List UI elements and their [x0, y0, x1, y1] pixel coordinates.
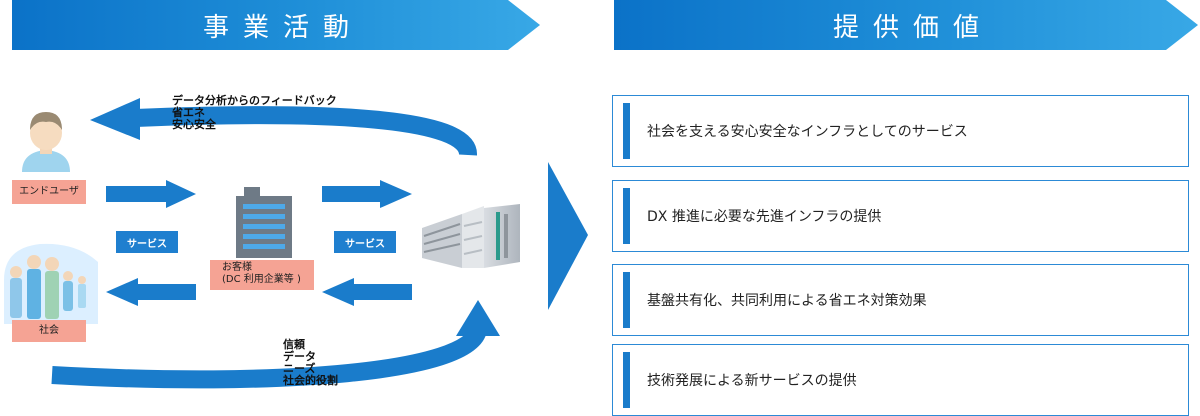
value-text: 基盤共有化、共同利用による省エネ対策効果: [647, 293, 927, 309]
business-activity-title: 事業活動: [202, 12, 363, 43]
value-box: 基盤共有化、共同利用による省エネ対策効果: [612, 264, 1189, 336]
bottom-label: データ: [283, 350, 316, 363]
feedback-arrowhead: [90, 98, 140, 140]
value-box-accent-bar: [623, 188, 630, 244]
value-text: 技術発展による新サービスの提供: [647, 373, 857, 389]
society-icon: [4, 243, 98, 324]
bottom-arrowhead: [456, 300, 500, 336]
feedback-label: データ分析からのフィードバック: [172, 94, 337, 107]
bottom-labels: 信頼 データ ニーズ 社会的役割: [283, 339, 338, 387]
provided-value-banner: 提供価値: [614, 0, 1198, 50]
society-label: 社会: [12, 320, 86, 342]
end-user-icon: [22, 112, 70, 172]
feedback-label: 省エネ: [172, 106, 205, 119]
value-box-accent-bar: [623, 103, 630, 159]
value-box: DX 推進に必要な先進インフラの提供: [612, 180, 1189, 252]
customer-label-line2: (DC 利用企業等 ): [222, 274, 301, 285]
arrow-left-customer-society: [106, 278, 196, 306]
feedback-curve-arrow: [134, 106, 477, 157]
arrow-right-user-customer: [106, 180, 196, 208]
value-box: 技術発展による新サービスの提供: [612, 344, 1189, 416]
big-chevron-arrow: [548, 162, 588, 310]
bottom-label: 社会的役割: [283, 374, 338, 387]
arrow-right-customer-dc: [322, 180, 412, 208]
customer-building-icon: [236, 187, 292, 258]
service-tag-left: サービス: [116, 231, 178, 253]
arrow-left-dc-customer: [322, 278, 412, 306]
customer-label-line1: お客様: [222, 262, 252, 273]
end-user-label: エンドユーザ: [12, 180, 86, 204]
value-box-accent-bar: [623, 352, 630, 408]
value-text: 社会を支える安心安全なインフラとしてのサービス: [647, 124, 968, 140]
bottom-curve-arrow: [51, 326, 487, 389]
bottom-label: 信頼: [283, 338, 305, 351]
bottom-label: ニーズ: [283, 362, 316, 375]
value-text: DX 推進に必要な先進インフラの提供: [647, 209, 882, 225]
business-activity-banner: 事業活動: [12, 0, 540, 50]
feedback-labels: データ分析からのフィードバック 省エネ 安心安全: [172, 95, 337, 131]
feedback-label: 安心安全: [172, 118, 216, 131]
service-tag-right: サービス: [334, 231, 396, 253]
value-box-accent-bar: [623, 272, 630, 328]
provided-value-title: 提供価値: [832, 12, 993, 43]
value-box: 社会を支える安心安全なインフラとしてのサービス: [612, 95, 1189, 167]
datacenter-building-icon: [422, 204, 520, 268]
customer-label: お客様 (DC 利用企業等 ): [210, 260, 314, 290]
